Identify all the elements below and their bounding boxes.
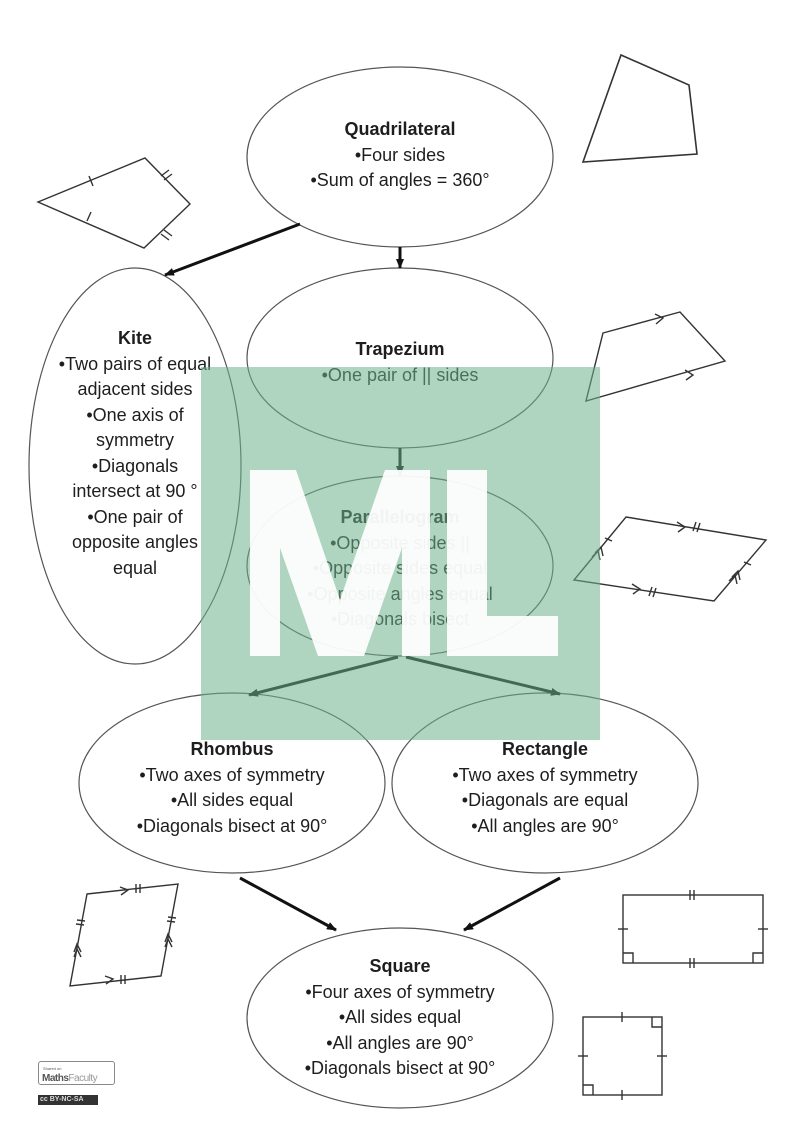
- node-item: •One pair of opposite angles equal: [71, 506, 199, 578]
- cc-license-badge: cc BY-NC-SA: [38, 1095, 98, 1105]
- node-item: •All angles are 90°: [326, 1032, 474, 1053]
- node-title: Square: [369, 956, 431, 976]
- node-title: Rectangle: [501, 739, 589, 759]
- rectangle-node: Rectangle •Two axes of symmetry •Diagona…: [395, 737, 695, 839]
- node-item: •Diagonals bisect at 90°: [304, 1058, 496, 1078]
- node-item: •Opposite angles equal: [307, 583, 493, 604]
- node-title: Kite: [117, 328, 152, 348]
- node-item: •Two pairs of equal adjacent sides: [58, 353, 212, 400]
- node-title: Parallelogram: [340, 507, 460, 527]
- node-item: •Opposite sides equal: [312, 558, 488, 578]
- trapezium-illustration: [585, 311, 727, 403]
- rhombus-node: Rhombus •Two axes of symmetry •All sides…: [82, 737, 382, 839]
- brand-bold: Maths: [42, 1073, 69, 1084]
- rhombus-illustration: [69, 883, 179, 987]
- arrow-parallelogram-to-rhombus: [248, 655, 399, 697]
- rectangle-illustration: [618, 890, 768, 968]
- node-item: •All sides equal: [338, 1007, 462, 1027]
- kite-illustration: [36, 157, 191, 249]
- square-node: Square •Four axes of symmetry •All sides…: [250, 954, 550, 1082]
- node-item: •Four axes of symmetry: [305, 981, 495, 1002]
- node-item: •Diagonals bisect: [330, 609, 470, 629]
- node-item: •Diagonals intersect at 90 °: [72, 455, 198, 502]
- square-illustration: [578, 1012, 667, 1100]
- quadrilateral-node: Quadrilateral •Four sides •Sum of angles…: [250, 117, 550, 194]
- square-ellipse: [246, 927, 554, 1109]
- trapezium-node: Trapezium •One pair of || sides: [250, 337, 550, 388]
- maths-faculty-badge: Shared on MathsFaculty: [38, 1061, 115, 1085]
- parallelogram-illustration: [572, 516, 768, 602]
- arrow-parallelogram-to-rectangle: [405, 655, 561, 696]
- brand-light: Faculty: [68, 1073, 98, 1084]
- node-title: Rhombus: [190, 739, 274, 759]
- shared-on-text: Shared on: [43, 1066, 62, 1071]
- node-item: •Four sides: [354, 144, 446, 165]
- arrow-rectangle-to-square: [463, 876, 561, 932]
- kite-node: Kite •Two pairs of equal adjacent sides …: [50, 326, 220, 581]
- arrow-quadrilateral-to-kite: [164, 222, 301, 277]
- node-item: •Diagonals are equal: [461, 790, 629, 810]
- quadrilateral-illustration: [581, 53, 698, 163]
- node-item: •All angles are 90°: [471, 815, 619, 836]
- arrow-rhombus-to-square: [239, 876, 337, 932]
- maths-faculty-logo: MathsFaculty: [39, 1073, 98, 1084]
- node-item: •One axis of symmetry: [86, 404, 184, 451]
- node-item: •Two axes of symmetry: [139, 764, 325, 785]
- node-title: Trapezium: [355, 339, 445, 359]
- node-item: •All sides equal: [170, 790, 294, 810]
- node-item: •Sum of angles = 360°: [310, 170, 490, 190]
- node-item: •One pair of || sides: [321, 364, 479, 385]
- node-item: •Opposite sides ||: [330, 532, 470, 553]
- parallelogram-node: Parallelogram •Opposite sides || •Opposi…: [250, 505, 550, 633]
- node-item: •Two axes of symmetry: [452, 764, 638, 785]
- node-item: •Diagonals bisect at 90°: [136, 815, 328, 836]
- node-title: Quadrilateral: [344, 119, 456, 139]
